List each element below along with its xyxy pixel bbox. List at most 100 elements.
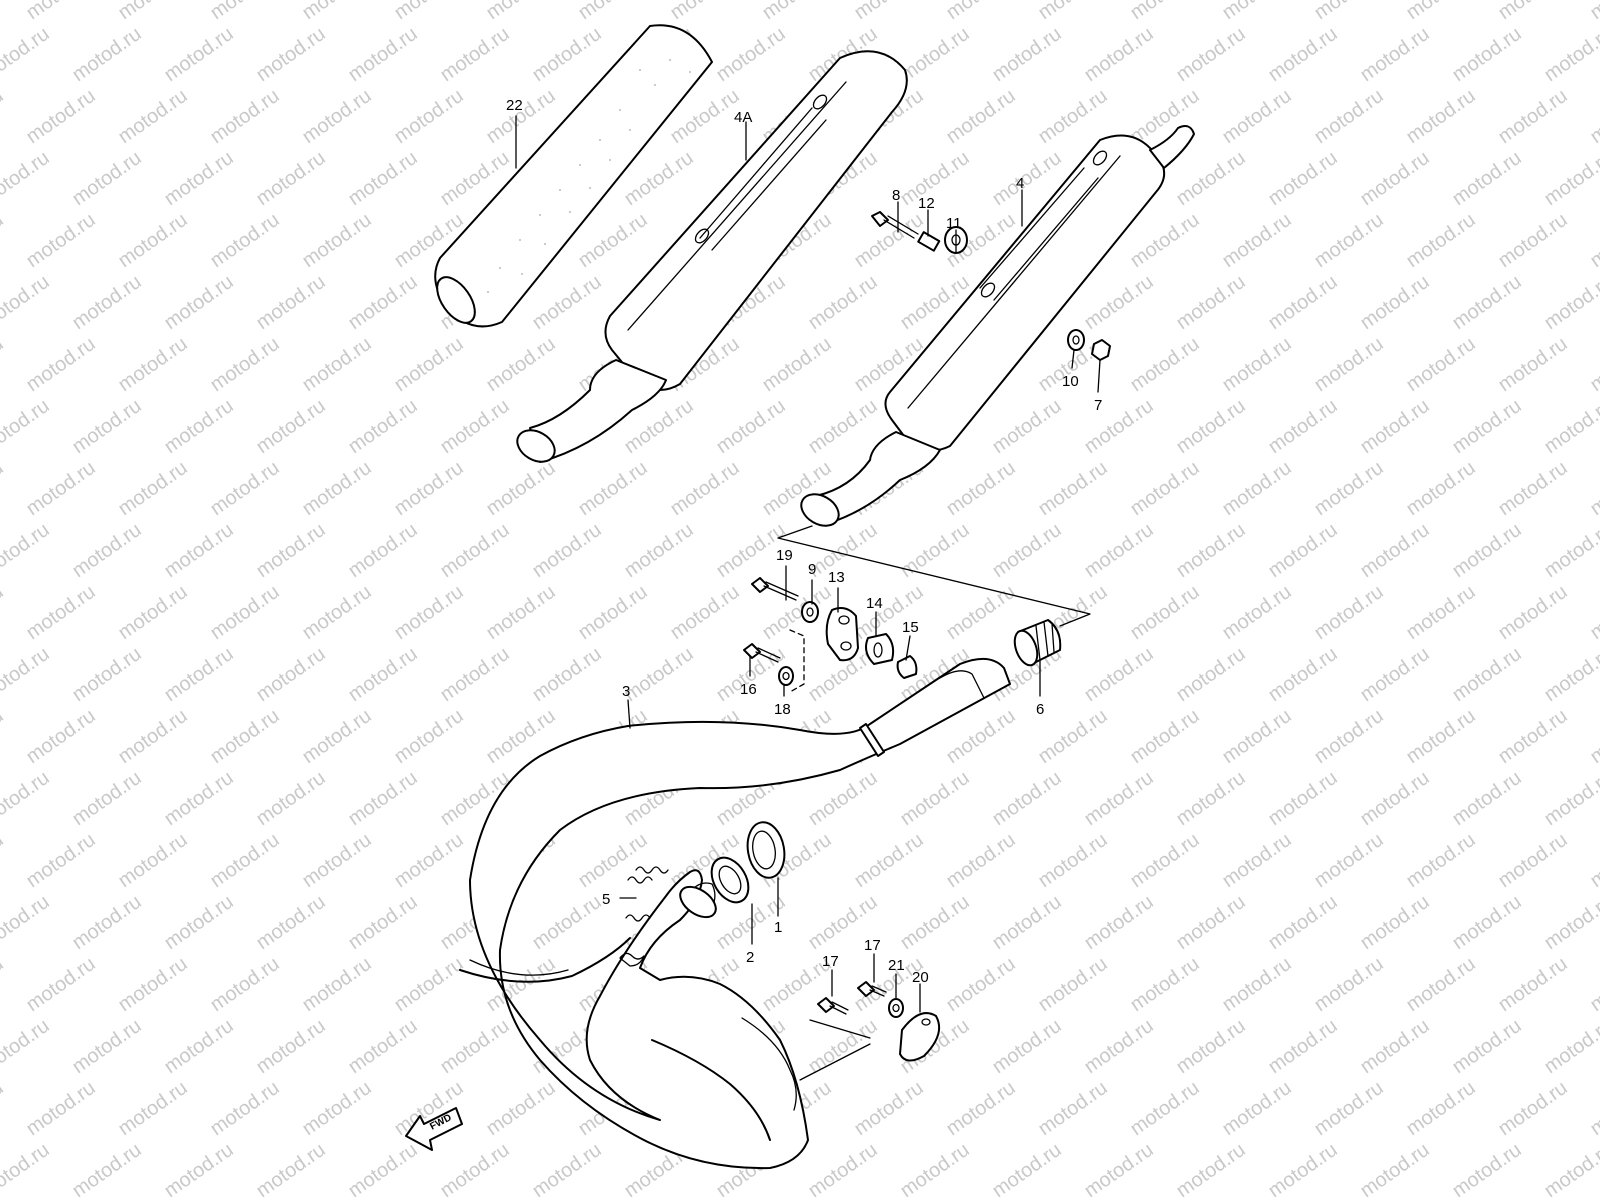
label-18: 18 — [774, 701, 791, 718]
watermark-text: motod.ru — [1080, 395, 1157, 458]
watermark-text: motod.ru — [1264, 519, 1341, 582]
watermark-text: motod.ru — [436, 519, 513, 582]
watermark-text: motod.ru — [1494, 333, 1571, 396]
watermark-text: motod.ru — [0, 457, 8, 520]
watermark-text: motod.ru — [1080, 1015, 1157, 1078]
watermark-text: motod.ru — [68, 643, 145, 706]
label-8: 8 — [892, 187, 900, 204]
watermark-text: motod.ru — [1540, 271, 1600, 334]
watermark-text: motod.ru — [896, 767, 973, 830]
watermark-text: motod.ru — [850, 829, 927, 892]
watermark-text: motod.ru — [160, 1139, 237, 1200]
watermark-text: motod.ru — [1126, 333, 1203, 396]
watermark-text: motod.ru — [252, 23, 329, 86]
watermark-text: motod.ru — [528, 519, 605, 582]
watermark-text: motod.ru — [1540, 643, 1600, 706]
watermark-text: motod.ru — [1218, 0, 1295, 24]
watermark-text: motod.ru — [1540, 1015, 1600, 1078]
bolt-17-left — [817, 997, 849, 1015]
watermark-text: motod.ru — [298, 457, 375, 520]
watermark-text: motod.ru — [1264, 643, 1341, 706]
watermark-text: motod.ru — [1586, 705, 1600, 768]
watermark-text: motod.ru — [114, 829, 191, 892]
watermark-text: motod.ru — [160, 271, 237, 334]
watermark-text: motod.ru — [1448, 395, 1525, 458]
watermark-text: motod.ru — [1080, 519, 1157, 582]
nut-7 — [1091, 339, 1111, 361]
watermark-text: motod.ru — [1080, 1139, 1157, 1200]
watermark-text: motod.ru — [942, 829, 1019, 892]
watermark-text: motod.ru — [252, 891, 329, 954]
watermark-text: motod.ru — [344, 519, 421, 582]
watermark-text: motod.ru — [1494, 705, 1571, 768]
bolt-20 — [751, 577, 799, 601]
watermark-text: motod.ru — [1172, 891, 1249, 954]
watermark-text: motod.ru — [22, 85, 99, 148]
watermark-text: motod.ru — [482, 581, 559, 644]
watermark-text: motod.ru — [68, 271, 145, 334]
watermark-text: motod.ru — [390, 581, 467, 644]
watermark-text: motod.ru — [1586, 829, 1600, 892]
watermark-text: motod.ru — [1402, 333, 1479, 396]
watermark-text: motod.ru — [666, 0, 743, 24]
watermark-text: motod.ru — [896, 891, 973, 954]
watermark-text: motod.ru — [0, 271, 54, 334]
watermark-text: motod.ru — [528, 271, 605, 334]
watermark-text: motod.ru — [298, 0, 375, 24]
callout-labels: 22 4A 8 12 11 4 10 7 19 9 13 14 15 16 18… — [506, 97, 1102, 986]
watermark-text: motod.ru — [1356, 147, 1433, 210]
watermark-text: motod.ru — [1540, 891, 1600, 954]
watermark-text: motod.ru — [1126, 829, 1203, 892]
watermark-text: motod.ru — [1126, 209, 1203, 272]
watermark-text: motod.ru — [1172, 643, 1249, 706]
label-20: 19 — [776, 547, 793, 564]
label-13: 13 — [828, 569, 845, 586]
watermark-text: motod.ru — [1264, 271, 1341, 334]
washer-21 — [888, 998, 904, 1018]
bolt-16 — [743, 643, 781, 663]
watermark-text: motod.ru — [1264, 767, 1341, 830]
watermark-text: motod.ru — [252, 519, 329, 582]
watermark-text: motod.ru — [390, 829, 467, 892]
watermark-text: motod.ru — [942, 85, 1019, 148]
watermark-text: motod.ru — [482, 457, 559, 520]
watermark-text: motod.ru — [1402, 581, 1479, 644]
cushion-14 — [865, 633, 895, 665]
watermark-text: motod.ru — [1356, 1015, 1433, 1078]
watermark-text: motod.ru — [1540, 1139, 1600, 1200]
watermark-text: motod.ru — [114, 1077, 191, 1140]
watermark-text: motod.ru — [1494, 85, 1571, 148]
watermark-text: motod.ru — [1264, 147, 1341, 210]
watermark-text: motod.ru — [0, 643, 54, 706]
gasket-2 — [710, 856, 750, 904]
watermark-text: motod.ru — [988, 23, 1065, 86]
watermark-text: motod.ru — [620, 519, 697, 582]
watermark-text: motod.ru — [1356, 519, 1433, 582]
watermark-text: motod.ru — [206, 0, 283, 24]
watermark-text: motod.ru — [988, 1015, 1065, 1078]
watermark-text: motod.ru — [22, 829, 99, 892]
watermark-text: motod.ru — [1586, 457, 1600, 520]
watermark-text: motod.ru — [1494, 829, 1571, 892]
watermark-text: motod.ru — [0, 891, 54, 954]
watermark-text: motod.ru — [528, 891, 605, 954]
watermark-text: motod.ru — [942, 457, 1019, 520]
watermark-text: motod.ru — [298, 1077, 375, 1140]
collar-15 — [896, 655, 918, 679]
watermark-text: motod.ru — [1402, 85, 1479, 148]
watermark-text: motod.ru — [0, 581, 8, 644]
bolt-17-right — [857, 981, 887, 997]
watermark-text: motod.ru — [758, 0, 835, 24]
watermark-text: motod.ru — [1448, 1139, 1525, 1200]
watermark-text: motod.ru — [390, 85, 467, 148]
watermark-text: motod.ru — [896, 519, 973, 582]
watermark-text: motod.ru — [1448, 891, 1525, 954]
leader-lines — [515, 115, 1101, 1013]
watermark-text: motod.ru — [942, 581, 1019, 644]
washer-18 — [778, 666, 794, 686]
watermark-text: motod.ru — [482, 1077, 559, 1140]
watermark-text: motod.ru — [160, 767, 237, 830]
watermark-text: motod.ru — [0, 829, 8, 892]
watermark-text: motod.ru — [22, 581, 99, 644]
